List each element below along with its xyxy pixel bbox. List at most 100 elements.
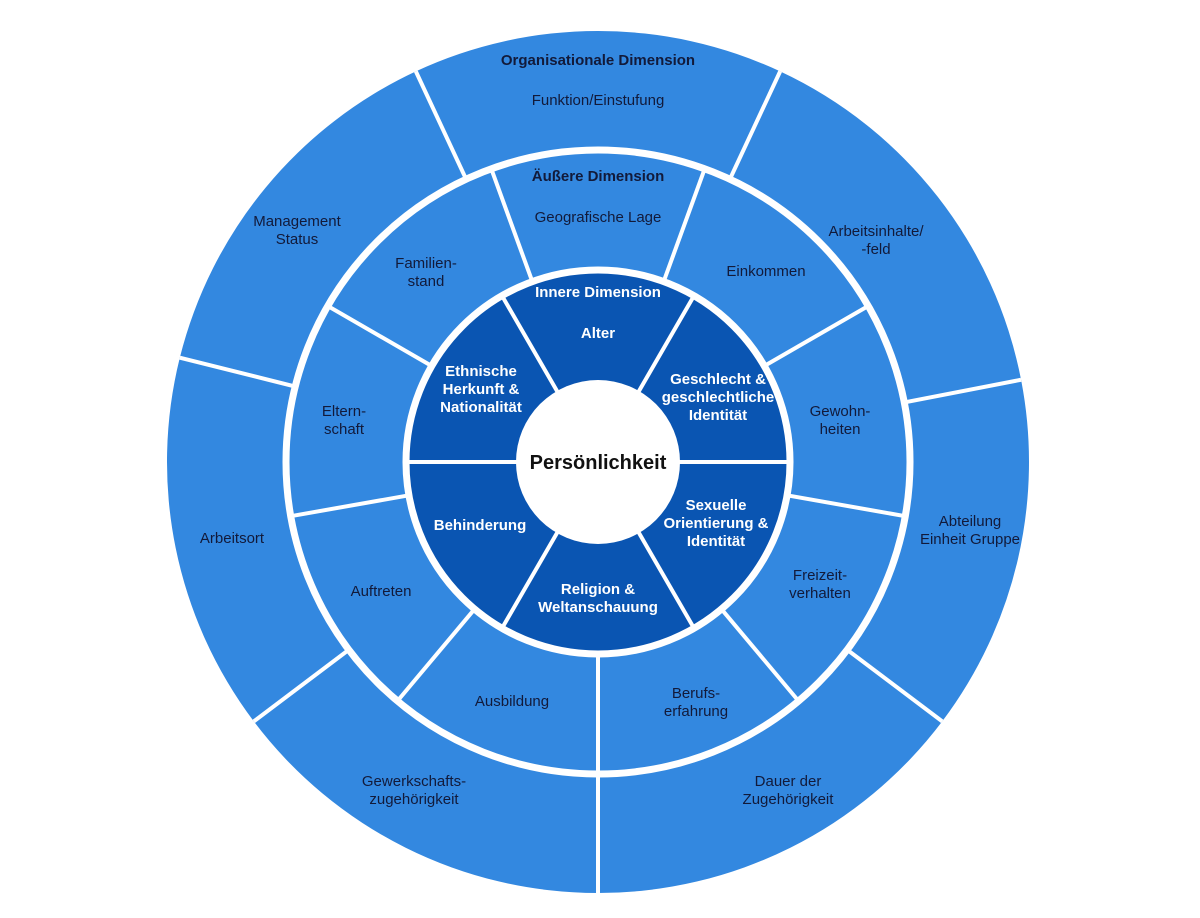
middle-divider <box>786 493 906 519</box>
label-line: Sexuelle <box>686 497 747 514</box>
inner-divider <box>500 530 560 630</box>
label-line: Abteilung <box>939 513 1002 530</box>
inner-segment-behinderung <box>406 462 558 629</box>
label-line: heiten <box>820 421 861 438</box>
label-line: Berufs- <box>672 685 720 702</box>
label-line: Behinderung <box>434 517 527 534</box>
middle-divider <box>395 607 477 703</box>
label-line: Einkommen <box>726 263 805 280</box>
middle-segment-geografische-lage <box>491 149 705 282</box>
inner-label-behinderung: Behinderung <box>434 517 527 534</box>
outer-segment-management-status <box>179 71 467 387</box>
label-line: verhalten <box>789 585 851 602</box>
outer-segment-dauer-der-zugehoerigkeit <box>598 649 943 893</box>
middle-segment-einkommen <box>663 168 869 366</box>
label-line: Management <box>253 213 341 230</box>
middle-segment-auftreten <box>290 495 475 702</box>
outer-segment-abteilung-einheit-gruppe <box>847 379 1029 722</box>
outer-segment-arbeitsort <box>166 357 349 722</box>
middle-divider <box>489 168 535 283</box>
outer-ring-title: Organisationale Dimension <box>501 52 695 69</box>
middle-divider <box>661 168 707 283</box>
middle-label-berufserfahrung: Berufs-erfahrung <box>664 685 728 720</box>
inner-ring-inner-dimension <box>406 270 790 654</box>
inner-divider <box>500 294 560 394</box>
label-line: Gewohn- <box>810 403 871 420</box>
outer-label-arbeitsort: Arbeitsort <box>200 530 265 547</box>
middle-segment-familienstand <box>327 168 533 366</box>
center-disc <box>518 382 678 542</box>
outer-divider <box>845 648 944 723</box>
middle-divider <box>290 493 410 519</box>
segment-labels: Organisationale DimensionFunktion/Einstu… <box>200 52 1020 808</box>
inner-segment-ethnische-herkunft <box>406 295 558 462</box>
label-line: schaft <box>324 421 365 438</box>
outer-segment-funktion-einstufung <box>415 30 781 180</box>
label-line: Eltern- <box>322 403 366 420</box>
center-label: Persönlichkeit <box>530 452 667 474</box>
inner-segment-sexuelle-orientierung <box>638 462 790 629</box>
center-personality: Persönlichkeit <box>518 382 678 542</box>
label-line: Herkunft & <box>443 381 520 398</box>
inner-divider <box>636 294 696 394</box>
label-line: Zugehörigkeit <box>743 791 835 808</box>
label-line: Ethnische <box>445 363 517 380</box>
label-line: Status <box>276 231 319 248</box>
outer-divider <box>179 355 296 389</box>
middle-label-elternschaft: Eltern-schaft <box>322 403 366 438</box>
inner-middle-separator <box>402 266 794 658</box>
label-line: zugehörigkeit <box>369 791 459 808</box>
middle-label-familienstand: Familien-stand <box>395 255 457 290</box>
label-line: Identität <box>689 407 747 424</box>
outer-divider <box>903 377 1022 405</box>
label-line: -feld <box>861 241 890 258</box>
inner-divider <box>636 530 696 630</box>
outer-segment-arbeitsinhalte-feld <box>729 71 1022 403</box>
middle-outer-separator <box>282 146 914 778</box>
outer-label-funktion-einstufung: Funktion/Einstufung <box>532 92 665 109</box>
middle-label-gewohnheiten: Gewohn-heiten <box>810 403 871 438</box>
label-line: Freizeit- <box>793 567 847 584</box>
label-line: Religion & <box>561 581 635 598</box>
outer-label-gewerkschaftszugehoerigkeit: Gewerkschafts-zugehörigkeit <box>362 773 466 808</box>
label-line: Auftreten <box>351 583 412 600</box>
label-line: Dauer der <box>755 773 822 790</box>
outer-divider <box>414 70 468 181</box>
outer-segment-gewerkschaftszugehoerigkeit <box>253 649 599 893</box>
middle-segment-gewohnheiten <box>764 306 910 517</box>
label-line: Arbeitsort <box>200 530 265 547</box>
middle-label-auftreten: Auftreten <box>351 583 412 600</box>
outer-divider <box>728 70 782 181</box>
inner-segment-alter <box>502 270 694 393</box>
label-line: Geschlecht & <box>670 371 766 388</box>
middle-label-ausbildung: Ausbildung <box>475 693 549 710</box>
middle-ring-title: Äußere Dimension <box>532 168 665 185</box>
label-line: geschlechtliche <box>662 389 775 406</box>
outer-label-arbeitsinhalte-feld: Arbeitsinhalte/-feld <box>828 223 924 258</box>
label-line: Nationalität <box>440 399 522 416</box>
outer-ring-organisational-dimension <box>166 30 1029 893</box>
inner-label-alter: Alter <box>581 325 615 342</box>
inner-ring-title: Innere Dimension <box>535 284 661 301</box>
label-line: stand <box>408 273 445 290</box>
inner-label-religion: Religion &Weltanschauung <box>538 581 658 616</box>
label-line: Orientierung & <box>663 515 768 532</box>
middle-segment-freizeitverhalten <box>721 495 906 702</box>
label-line: Alter <box>581 325 615 342</box>
label-line: Einheit Gruppe <box>920 531 1020 548</box>
middle-label-geografische-lage: Geografische Lage <box>535 209 662 226</box>
label-line: Gewerkschafts- <box>362 773 466 790</box>
middle-divider <box>326 304 433 368</box>
outer-divider <box>252 648 351 723</box>
label-line: Familien- <box>395 255 457 272</box>
middle-divider <box>763 304 870 368</box>
label-line: erfahrung <box>664 703 728 720</box>
middle-divider <box>719 607 801 703</box>
label-line: Weltanschauung <box>538 599 658 616</box>
